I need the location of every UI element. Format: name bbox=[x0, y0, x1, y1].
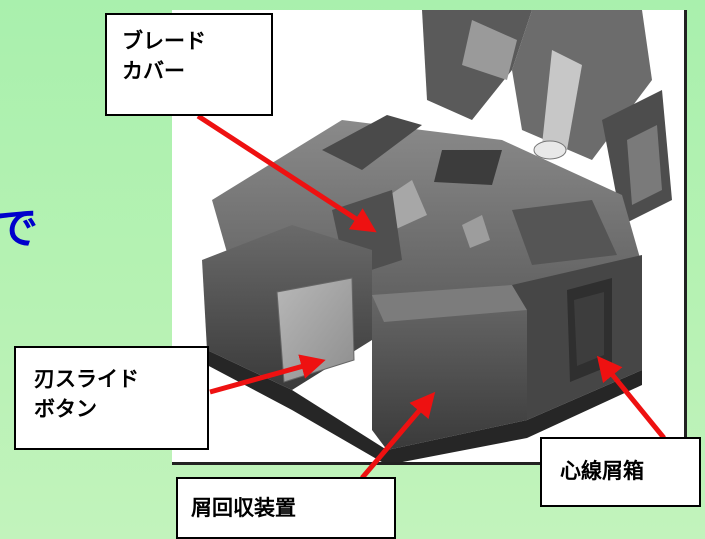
blade-slide-button-label-line2: ボタン bbox=[34, 397, 97, 421]
fiber-waste-box-label: 心線屑箱 bbox=[540, 437, 701, 507]
waste-collector-label: 屑回収装置 bbox=[176, 477, 396, 539]
blade-cover-label: ブレード カバー bbox=[105, 13, 273, 116]
slide-partial-text: で bbox=[0, 203, 38, 254]
blade-slide-button-label-line1: 刃スライド bbox=[34, 367, 139, 391]
blade-cover-label-line1: ブレード bbox=[122, 29, 206, 53]
fiber-waste-box-label-text: 心線屑箱 bbox=[560, 459, 644, 483]
blade-slide-button-label: 刃スライド ボタン bbox=[14, 346, 209, 450]
waste-collector-label-text: 屑回収装置 bbox=[191, 496, 296, 520]
blade-cover-label-line2: カバー bbox=[122, 59, 185, 83]
